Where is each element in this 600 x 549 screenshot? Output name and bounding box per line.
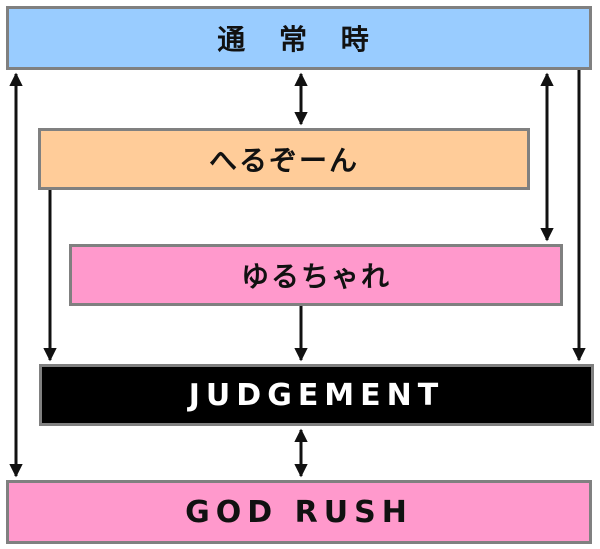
box-god-rush-label: GOD RUSH — [185, 494, 413, 530]
box-yuruchare-label: ゆるちゃれ — [240, 260, 391, 293]
box-judgement: JUDGEMENT — [39, 364, 594, 426]
box-normal-mode: 通 常 時 — [6, 6, 592, 70]
box-god-rush: GOD RUSH — [6, 480, 592, 544]
box-yuruchare: ゆるちゃれ — [69, 244, 563, 306]
box-herozone-label: へるぞーん — [208, 144, 359, 177]
box-normal-mode-label: 通 常 時 — [217, 23, 381, 56]
box-judgement-label: JUDGEMENT — [188, 377, 445, 413]
box-herozone: へるぞーん — [38, 128, 530, 190]
